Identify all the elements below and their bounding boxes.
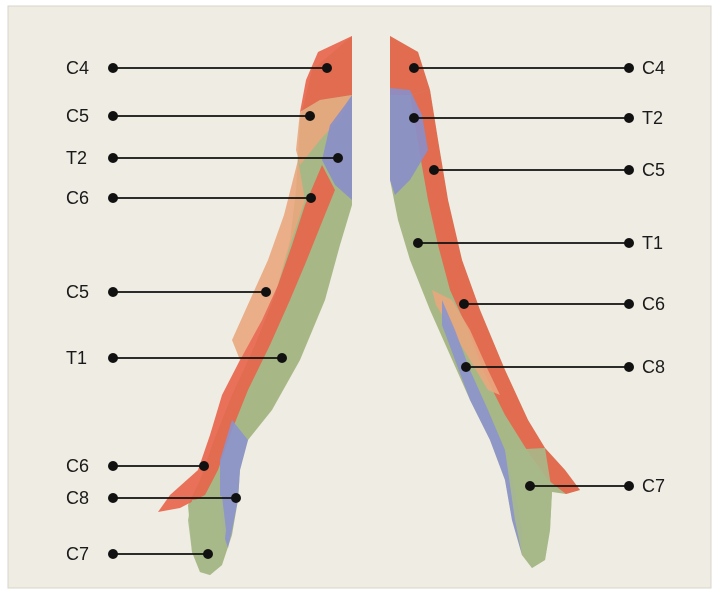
right-arm-leader-dot-t2-start xyxy=(624,113,634,123)
left-arm-leader-dot-c6a-end xyxy=(306,193,316,203)
right-arm-leader-dot-c5-end xyxy=(429,165,439,175)
right-arm-leader-dot-c7-end xyxy=(525,481,535,491)
left-arm-label-t2: T2 xyxy=(66,148,87,168)
left-arm-leader-dot-c4-end xyxy=(322,63,332,73)
left-arm-leader-dot-c8-start xyxy=(108,493,118,503)
right-arm-leader-dot-c6-end xyxy=(459,299,469,309)
left-arm-leader-dot-c6b-start xyxy=(108,461,118,471)
left-arm-leader-dot-c5a-end xyxy=(305,111,315,121)
right-arm-leader-dot-c7-start xyxy=(624,481,634,491)
left-arm-label-c4: C4 xyxy=(66,58,89,78)
left-arm-label-c5a: C5 xyxy=(66,106,89,126)
left-arm-leader-dot-c6a-start xyxy=(108,193,118,203)
right-arm-leader-dot-c5-start xyxy=(624,165,634,175)
right-arm-label-c5: C5 xyxy=(642,160,665,180)
left-arm-label-c5b: C5 xyxy=(66,282,89,302)
left-arm-label-c7: C7 xyxy=(66,544,89,564)
right-arm-leader-dot-c8-end xyxy=(461,362,471,372)
left-arm-leader-dot-c5b-start xyxy=(108,287,118,297)
right-arm-leader-dot-c4-end xyxy=(409,63,419,73)
right-arm-leader-dot-c6-start xyxy=(624,299,634,309)
left-arm-label-c8: C8 xyxy=(66,488,89,508)
right-arm-label-c4: C4 xyxy=(642,58,665,78)
left-arm-leader-dot-t2-end xyxy=(333,153,343,163)
left-arm-leader-dot-c8-end xyxy=(231,493,241,503)
left-arm-leader-dot-c6b-end xyxy=(199,461,209,471)
right-arm-leader-dot-t2-end xyxy=(409,113,419,123)
right-arm-leader-dot-c4-start xyxy=(624,63,634,73)
left-arm-leader-dot-c5b-end xyxy=(261,287,271,297)
left-arm-leader-dot-c7-end xyxy=(203,549,213,559)
right-arm-label-t2: T2 xyxy=(642,108,663,128)
right-arm-label-c6: C6 xyxy=(642,294,665,314)
left-arm-leader-dot-c7-start xyxy=(108,549,118,559)
right-arm-label-t1: T1 xyxy=(642,233,663,253)
right-arm-leader-dot-t1-end xyxy=(413,238,423,248)
right-arm-label-c8: C8 xyxy=(642,357,665,377)
left-arm-leader-dot-t2-start xyxy=(108,153,118,163)
left-arm-label-t1: T1 xyxy=(66,348,87,368)
left-arm-leader-dot-t1-end xyxy=(277,353,287,363)
right-arm-leader-dot-t1-start xyxy=(624,238,634,248)
left-arm-leader-dot-c5a-start xyxy=(108,111,118,121)
left-arm-label-c6a: C6 xyxy=(66,188,89,208)
left-arm-label-c6b: C6 xyxy=(66,456,89,476)
right-arm-label-c7: C7 xyxy=(642,476,665,496)
left-arm-leader-dot-c4-start xyxy=(108,63,118,73)
right-arm-leader-dot-c8-start xyxy=(624,362,634,372)
left-arm-leader-dot-t1-start xyxy=(108,353,118,363)
